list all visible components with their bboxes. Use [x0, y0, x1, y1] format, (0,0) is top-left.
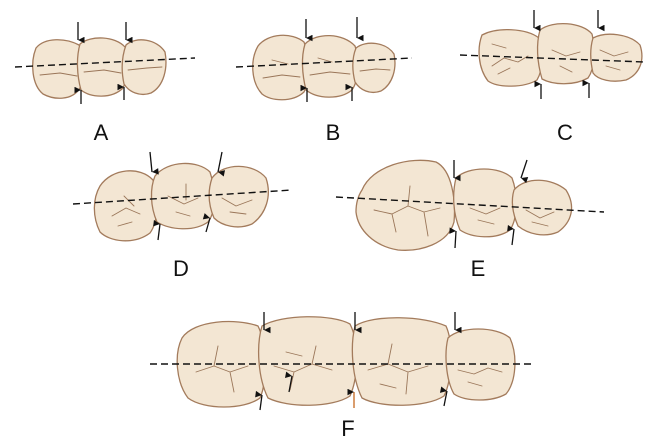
- tooth-d-1: [94, 171, 157, 241]
- panel-label-c: C: [557, 120, 573, 145]
- arrow-icon: [455, 231, 456, 248]
- arrow-icon: [521, 160, 527, 178]
- tooth-b-3: [353, 43, 395, 92]
- tooth-e-3: [512, 180, 571, 235]
- tooth-e-1: [356, 160, 454, 250]
- tooth-f-2: [259, 317, 357, 406]
- panel-f: F: [150, 312, 532, 441]
- tooth-b-1: [253, 35, 309, 99]
- tooth-d-3: [209, 166, 268, 227]
- panel-d: D: [73, 152, 292, 281]
- arrow-icon: [158, 224, 160, 240]
- tooth-e-2: [454, 169, 517, 237]
- arrow-icon: [150, 152, 152, 172]
- tooth-b-2: [302, 36, 358, 98]
- panel-label-d: D: [173, 256, 189, 281]
- tooth-c-3: [591, 34, 642, 81]
- tooth-f-3: [352, 318, 451, 406]
- panel-c: C: [460, 10, 645, 145]
- panel-b: B: [236, 17, 412, 145]
- tooth-c-2: [538, 24, 595, 84]
- panel-label-a: A: [94, 120, 109, 145]
- arrow-icon: [218, 152, 222, 172]
- tooth-a-1: [33, 40, 85, 99]
- arrow-icon: [512, 229, 514, 245]
- panel-a: A: [15, 22, 195, 145]
- panel-label-b: B: [326, 120, 341, 145]
- panel-label-e: E: [471, 256, 486, 281]
- panel-label-f: F: [341, 416, 354, 441]
- tooth-a-2: [77, 38, 127, 96]
- panel-e: E: [336, 160, 604, 281]
